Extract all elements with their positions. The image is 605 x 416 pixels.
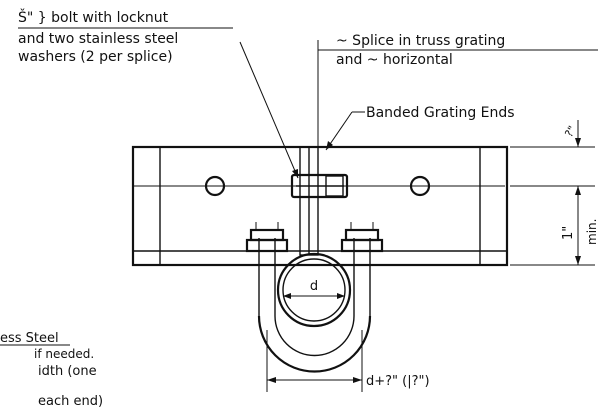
pipe-dim-label: d xyxy=(310,279,318,294)
right-min-unit: min. xyxy=(585,219,599,245)
bolt-hole-left xyxy=(204,175,226,197)
u-bolt-nut-right xyxy=(340,222,384,253)
bottom-dim-label: d+?" (|?") xyxy=(366,374,430,389)
splice-bolt xyxy=(290,146,349,256)
bolt-note-line1: Š" } bolt with locknut xyxy=(18,8,169,26)
truss-pipe: d xyxy=(276,252,352,328)
right-min-value: 1" xyxy=(561,226,576,240)
u-bolt xyxy=(257,238,372,373)
left-note: ess Steel if needed. idth (one each end) xyxy=(0,331,103,409)
left-note-line3: idth (one xyxy=(38,364,97,379)
right-top-dim: ?" xyxy=(562,124,579,140)
splice-note-line2: and ~ horizontal xyxy=(336,52,453,68)
bolt-note-line2: and two stainless steel xyxy=(18,31,178,47)
right-dimension: ?" 1" min. xyxy=(510,120,599,266)
u-bolt-nut-left xyxy=(245,222,289,253)
bolt-hole-right xyxy=(409,175,431,197)
bottom-dimension: d+?" (|?") xyxy=(266,330,430,392)
bolt-note-line3: washers (2 per splice) xyxy=(18,49,173,65)
splice-note: ~ Splice in truss grating and ~ horizont… xyxy=(317,33,598,148)
banded-note: Banded Grating Ends xyxy=(325,105,515,151)
left-note-line2: if needed. xyxy=(34,347,94,361)
banded-note-text: Banded Grating Ends xyxy=(366,105,515,121)
left-note-line1: ess Steel xyxy=(0,331,59,346)
grating-frame xyxy=(131,145,509,267)
bolt-note: Š" } bolt with locknut and two stainless… xyxy=(18,8,299,179)
left-note-line4: each end) xyxy=(38,394,103,409)
splice-note-line1: ~ Splice in truss grating xyxy=(336,33,505,49)
